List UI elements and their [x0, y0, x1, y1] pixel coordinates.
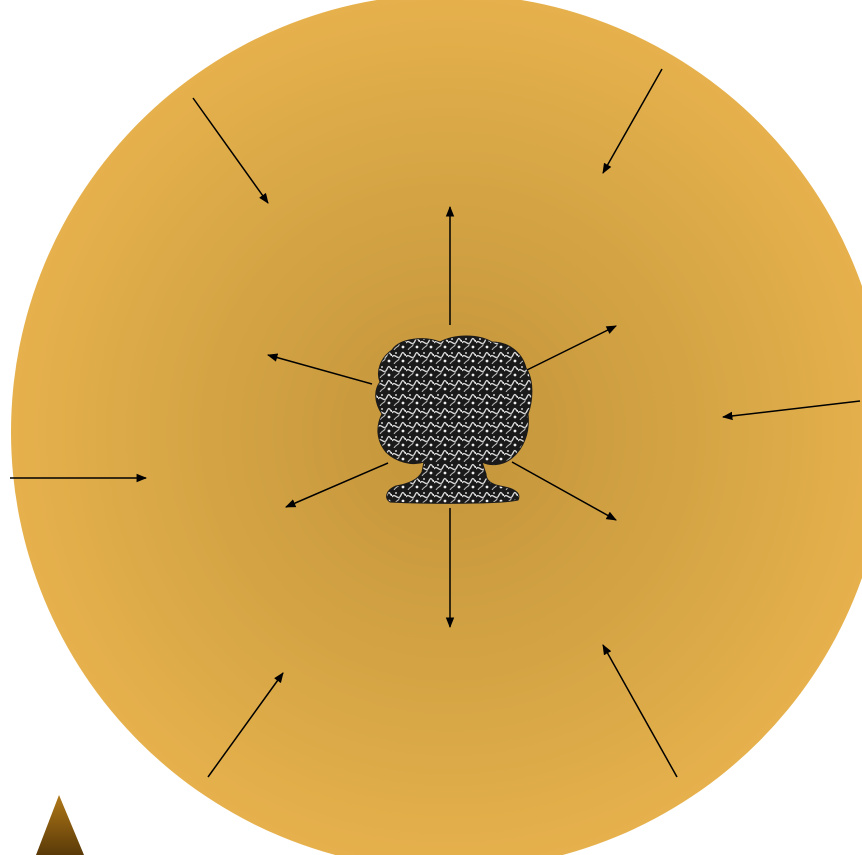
- triangle-icon: [36, 795, 84, 855]
